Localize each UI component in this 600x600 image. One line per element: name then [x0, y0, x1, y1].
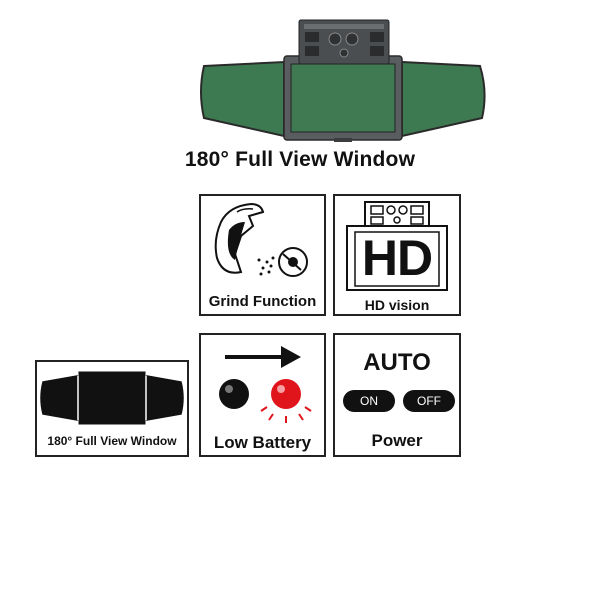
hd-logo: HD	[361, 230, 433, 286]
product-image-filter	[200, 19, 486, 142]
hd-label: HD vision	[364, 297, 430, 313]
full-view-label: 180° Full View Window	[47, 434, 177, 448]
battery-indicator-icon	[219, 346, 312, 423]
main-lens	[290, 63, 396, 133]
feature-tile-hd: HD HD vision	[333, 194, 461, 316]
power-label: Power	[371, 431, 423, 450]
feature-tile-battery: Low Battery	[199, 333, 326, 457]
left-side-window	[200, 60, 285, 138]
off-pill: OFF	[403, 390, 455, 412]
led-off-icon	[219, 379, 249, 409]
control-panel	[298, 19, 390, 65]
product-title: 180° Full View Window	[184, 148, 416, 171]
filter-panel-icon	[346, 201, 448, 291]
feature-tile-auto-power: AUTO ON OFF Power	[333, 333, 461, 457]
right-side-window	[401, 60, 486, 138]
auto-title: AUTO	[363, 349, 431, 376]
wide-window-icon	[40, 371, 184, 425]
grind-label: Grind Function	[208, 293, 317, 310]
knob-icon	[328, 32, 342, 46]
led-on-icon	[271, 379, 301, 409]
on-pill: ON	[343, 390, 395, 412]
feature-tile-grind: Grind Function	[199, 194, 326, 316]
knob-icon	[345, 32, 359, 46]
grind-icon	[214, 202, 308, 277]
feature-tile-full-view: 180° Full View Window	[35, 360, 189, 457]
battery-label: Low Battery	[213, 433, 312, 452]
